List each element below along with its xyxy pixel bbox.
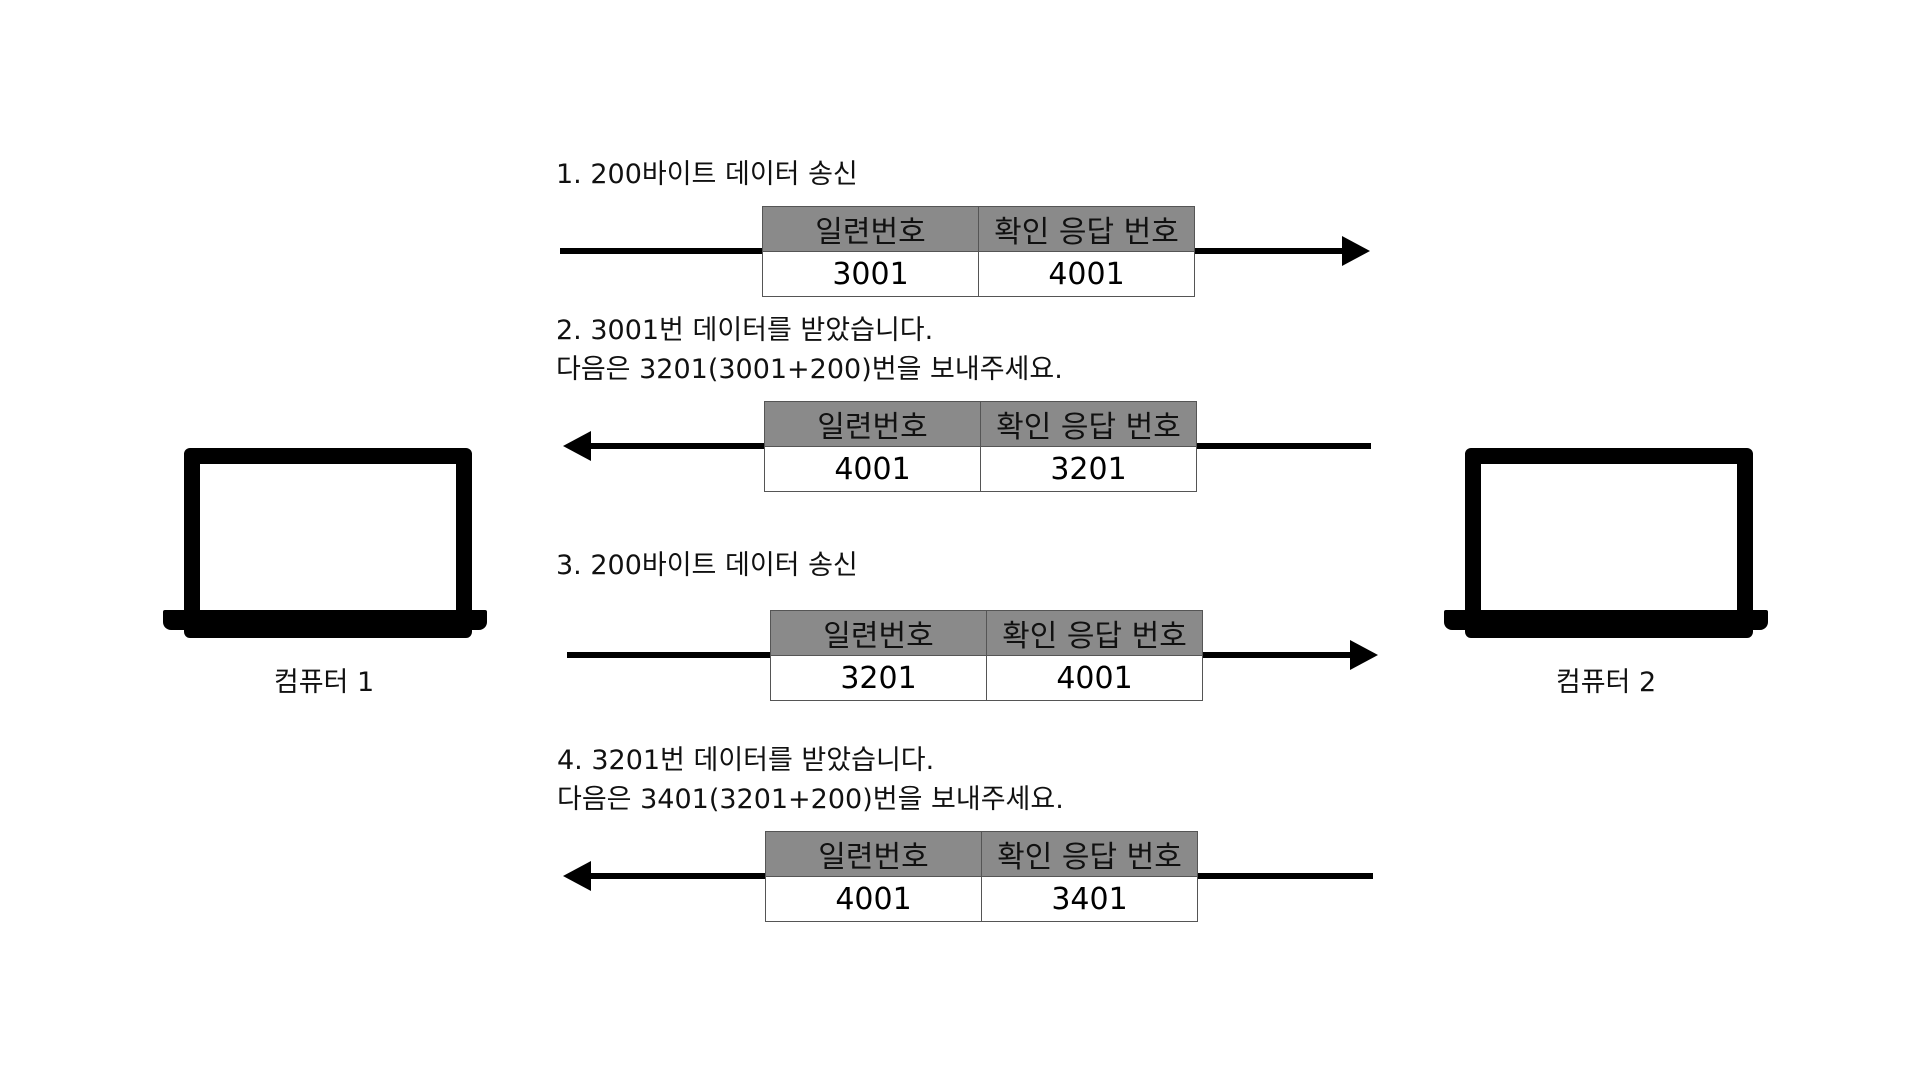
seq-value: 4001 bbox=[764, 446, 981, 492]
tcp-segment: 일련번호 확인 응답 번호 4001 3401 bbox=[765, 831, 1198, 922]
tcp-segment: 일련번호 확인 응답 번호 4001 3201 bbox=[764, 401, 1197, 492]
arrow-right-icon bbox=[1350, 640, 1378, 670]
arrow-right-icon bbox=[1342, 236, 1370, 266]
ack-header: 확인 응답 번호 bbox=[981, 831, 1198, 877]
ack-value: 4001 bbox=[978, 251, 1195, 297]
arrow-left-icon bbox=[563, 861, 591, 891]
seq-value: 3001 bbox=[762, 251, 979, 297]
step-caption: 1. 200바이트 데이터 송신 bbox=[556, 155, 858, 194]
caption-line: 3. 200바이트 데이터 송신 bbox=[556, 550, 858, 581]
ack-value: 3201 bbox=[980, 446, 1197, 492]
caption-line: 다음은 3401(3201+200)번을 보내주세요. bbox=[557, 784, 1064, 815]
caption-line: 2. 3001번 데이터를 받았습니다. bbox=[556, 315, 934, 346]
arrow-left-icon bbox=[563, 431, 591, 461]
caption-line: 4. 3201번 데이터를 받았습니다. bbox=[557, 745, 935, 776]
seq-header: 일련번호 bbox=[764, 401, 981, 447]
caption-line: 다음은 3201(3001+200)번을 보내주세요. bbox=[556, 354, 1063, 385]
ack-value: 3401 bbox=[981, 876, 1198, 922]
step-caption: 3. 200바이트 데이터 송신 bbox=[556, 546, 858, 585]
ack-header: 확인 응답 번호 bbox=[986, 610, 1203, 656]
laptop-base bbox=[163, 610, 487, 630]
seq-value: 4001 bbox=[765, 876, 982, 922]
seq-header: 일련번호 bbox=[765, 831, 982, 877]
laptop-icon bbox=[1465, 448, 1753, 638]
computer-1-label: 컴퓨터 1 bbox=[273, 667, 375, 698]
ack-value: 4001 bbox=[986, 655, 1203, 701]
seq-header: 일련번호 bbox=[762, 206, 979, 252]
laptop-base bbox=[1444, 610, 1768, 630]
ack-header: 확인 응답 번호 bbox=[980, 401, 1197, 447]
ack-header: 확인 응답 번호 bbox=[978, 206, 1195, 252]
seq-header: 일련번호 bbox=[770, 610, 987, 656]
step-caption: 4. 3201번 데이터를 받았습니다. 다음은 3401(3201+200)번… bbox=[557, 741, 1064, 819]
computer-2-label: 컴퓨터 2 bbox=[1555, 667, 1657, 698]
step-caption: 2. 3001번 데이터를 받았습니다. 다음은 3201(3001+200)번… bbox=[556, 311, 1063, 389]
tcp-segment: 일련번호 확인 응답 번호 3001 4001 bbox=[762, 206, 1195, 297]
tcp-segment: 일련번호 확인 응답 번호 3201 4001 bbox=[770, 610, 1203, 701]
caption-line: 1. 200바이트 데이터 송신 bbox=[556, 159, 858, 190]
seq-value: 3201 bbox=[770, 655, 987, 701]
